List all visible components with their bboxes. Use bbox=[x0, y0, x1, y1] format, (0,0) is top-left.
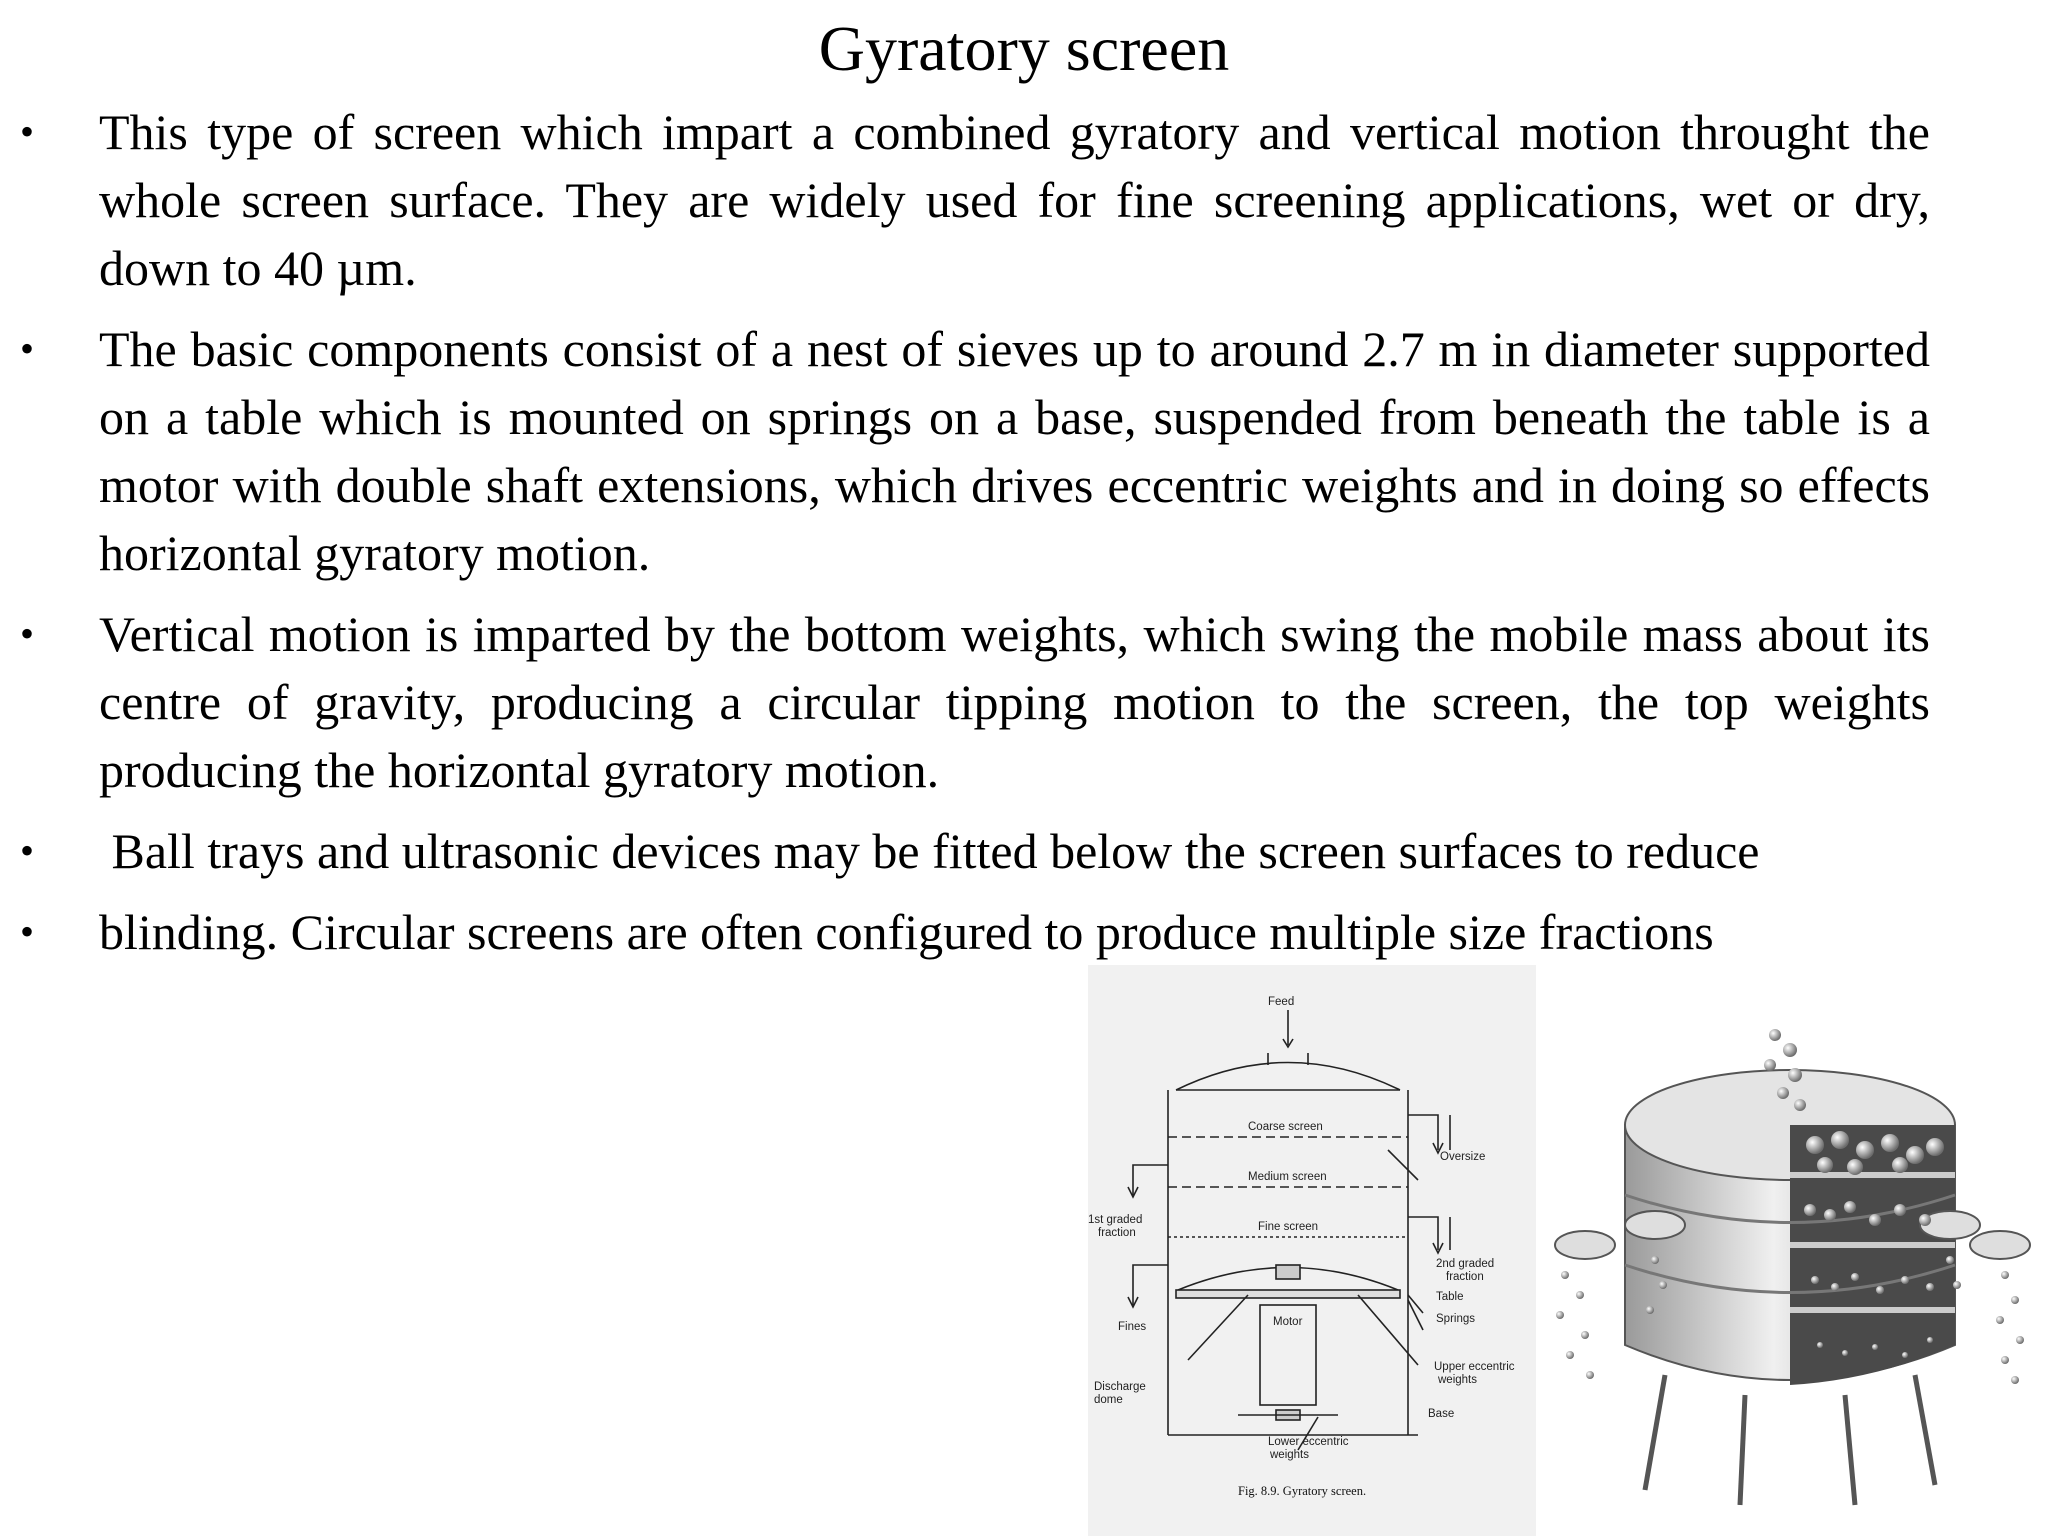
label-upper-weights: Upper eccentric bbox=[1434, 1361, 1515, 1373]
bullet-dot: • bbox=[20, 828, 35, 873]
bullet-dot: • bbox=[20, 611, 35, 656]
label-second-fraction: 2nd graded bbox=[1436, 1258, 1494, 1270]
bullet-item: • Ball trays and ultrasonic devices may … bbox=[0, 817, 1930, 885]
label-upper-weights-2: weights bbox=[1437, 1374, 1477, 1386]
gyratory-screen-illustration bbox=[1554, 1029, 2031, 1506]
bullet-text: The basic components consist of a nest o… bbox=[99, 321, 1930, 581]
label-oversize: Oversize bbox=[1440, 1151, 1485, 1163]
label-fine-screen: Fine screen bbox=[1258, 1221, 1318, 1233]
gyratory-screen-diagram: Feed Coarse screen Oversize Medium scree… bbox=[1088, 965, 1536, 1536]
label-first-fraction: 1st graded bbox=[1088, 1214, 1142, 1226]
label-springs: Springs bbox=[1436, 1313, 1475, 1325]
bullet-dot: • bbox=[20, 909, 35, 954]
figure-caption: Fig. 8.9. Gyratory screen. bbox=[1238, 1484, 1366, 1498]
bullet-list: • This type of screen which impart a com… bbox=[0, 98, 2048, 966]
bullet-dot: • bbox=[20, 109, 35, 154]
slide-title: Gyratory screen bbox=[818, 13, 1230, 84]
label-discharge-dome-2: dome bbox=[1094, 1394, 1123, 1406]
label-motor: Motor bbox=[1273, 1316, 1303, 1328]
label-first-fraction-2: fraction bbox=[1098, 1227, 1136, 1239]
bullet-text: This type of screen which impart a combi… bbox=[99, 104, 1930, 296]
label-table: Table bbox=[1436, 1291, 1464, 1303]
label-discharge-dome: Discharge bbox=[1094, 1381, 1146, 1393]
bullet-text: Ball trays and ultrasonic devices may be… bbox=[99, 823, 1760, 879]
label-lower-weights-2: weights bbox=[1269, 1449, 1309, 1461]
label-coarse-screen: Coarse screen bbox=[1248, 1121, 1323, 1133]
bullet-item: • This type of screen which impart a com… bbox=[0, 98, 1930, 302]
label-feed: Feed bbox=[1268, 996, 1294, 1008]
bullet-item: • The basic components consist of a nest… bbox=[0, 315, 1930, 587]
bullet-text: blinding. Circular screens are often con… bbox=[99, 904, 1714, 960]
label-fines: Fines bbox=[1118, 1321, 1146, 1333]
label-lower-weights: Lower eccentric bbox=[1268, 1436, 1349, 1448]
bullet-dot: • bbox=[20, 326, 35, 371]
label-second-fraction-2: fraction bbox=[1446, 1271, 1484, 1283]
bullet-item: • blinding. Circular screens are often c… bbox=[0, 898, 1930, 966]
bullet-item: • Vertical motion is imparted by the bot… bbox=[0, 600, 1930, 804]
bullet-text: Vertical motion is imparted by the botto… bbox=[99, 606, 1930, 798]
label-base: Base bbox=[1428, 1408, 1454, 1420]
label-medium-screen: Medium screen bbox=[1248, 1171, 1327, 1183]
